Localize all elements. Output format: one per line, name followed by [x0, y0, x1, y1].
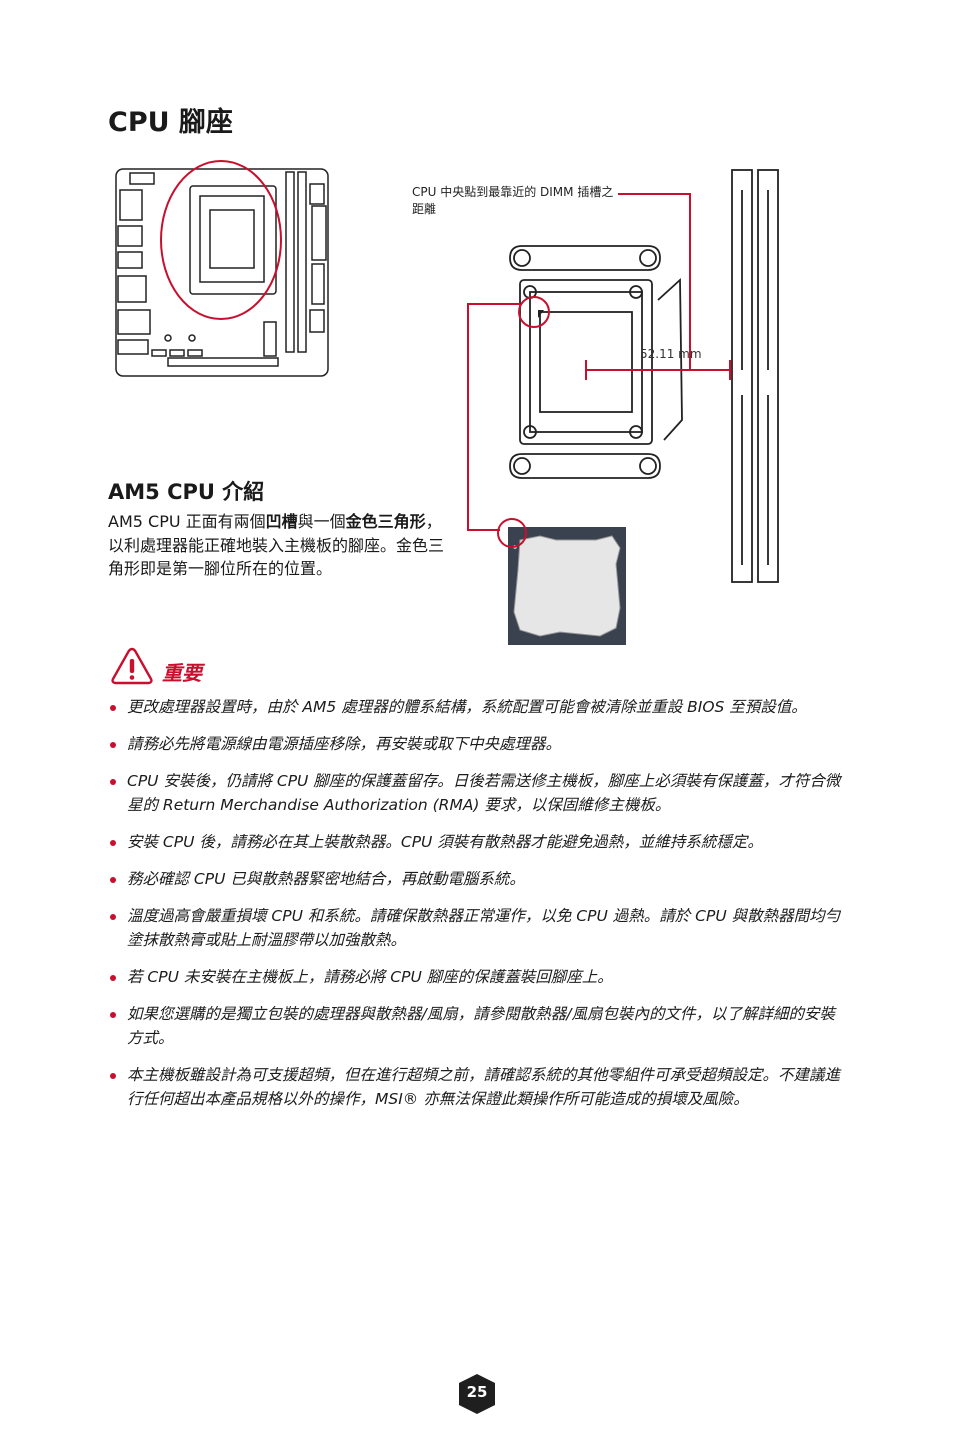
bullet-icon [110, 840, 116, 846]
bullet-icon [110, 1012, 116, 1018]
list-item: 本主機板雖設計為可支援超頻，但在進行超頻之前，請確認系統的其他零組件可承受超頻設… [106, 1063, 846, 1111]
list-item-text: 溫度過高會嚴重損壞 CPU 和系統。請確保散熱器正常運作，以免 CPU 過熱。請… [127, 907, 841, 949]
bullet-icon [110, 877, 116, 883]
list-item-text: 如果您選購的是獨立包裝的處理器與散熱器/風扇，請參閱散熱器/風扇包裝內的文件，以… [127, 1005, 835, 1047]
callout-distance-label: CPU 中央點到最靠近的 DIMM 插槽之距離 [412, 185, 614, 216]
socket-triangle-highlight [518, 296, 550, 328]
bullet-icon [110, 914, 116, 920]
bullet-icon [110, 705, 116, 711]
important-label: 重要 [162, 661, 202, 685]
bullet-icon [110, 1073, 116, 1079]
important-list: 更改處理器設置時，由於 AM5 處理器的體系結構，系統配置可能會被清除並重設 B… [106, 695, 846, 1124]
intro-text-1: AM5 CPU 正面有兩個 [108, 512, 266, 531]
section-subtitle: AM5 CPU 介紹 [108, 480, 265, 504]
list-item: 若 CPU 未安裝在主機板上，請務必將 CPU 腳座的保護蓋裝回腳座上。 [106, 965, 846, 989]
bullet-icon [110, 742, 116, 748]
list-item-text: 本主機板雖設計為可支援超頻，但在進行超頻之前，請確認系統的其他零組件可承受超頻設… [127, 1066, 841, 1108]
intro-bold-triangle: 金色三角形 [345, 512, 426, 531]
list-item: CPU 安裝後，仍請將 CPU 腳座的保護蓋留存。日後若需送修主機板，腳座上必須… [106, 769, 846, 817]
intro-bold-notch: 凹槽 [265, 512, 298, 531]
measurement-label: 52.11 mm [640, 347, 702, 361]
bullet-icon [110, 779, 116, 785]
list-item: 務必確認 CPU 已與散熱器緊密地結合，再啟動電腦系統。 [106, 867, 846, 891]
dimm-slots [731, 169, 779, 583]
cpu-triangle-highlight [497, 518, 527, 548]
list-item-text: 安裝 CPU 後，請務必在其上裝散熱器。CPU 須裝有散熱器才能避免過熱，並維持… [127, 833, 763, 851]
intro-text-2: 與一個 [297, 512, 346, 531]
socket-highlight-circle [160, 160, 282, 320]
warning-icon [111, 647, 153, 685]
page-number-badge [459, 1374, 495, 1414]
list-item: 更改處理器設置時，由於 AM5 處理器的體系結構，系統配置可能會被清除並重設 B… [106, 695, 846, 719]
bullet-icon [110, 975, 116, 981]
list-item: 安裝 CPU 後，請務必在其上裝散熱器。CPU 須裝有散熱器才能避免過熱，並維持… [106, 830, 846, 854]
intro-paragraph: AM5 CPU 正面有兩個凹槽與一個金色三角形，以利處理器能正確地裝入主機板的腳… [108, 510, 453, 581]
callout-lines [467, 193, 731, 531]
intro-text-3: ，以利處理器能正確地裝入主機板的腳座。金色三角形即是第一腳位所在的位置。 [108, 512, 445, 578]
list-item-text: CPU 安裝後，仍請將 CPU 腳座的保護蓋留存。日後若需送修主機板，腳座上必須… [127, 772, 841, 814]
list-item-text: 更改處理器設置時，由於 AM5 處理器的體系結構，系統配置可能會被清除並重設 B… [127, 698, 807, 716]
page-number: 25 [466, 1383, 488, 1401]
socket-enlarged [509, 245, 683, 479]
page-title: CPU 腳座 [108, 107, 233, 138]
list-item-text: 請務必先將電源線由電源插座移除，再安裝或取下中央處理器。 [127, 735, 562, 753]
cpu-socket-diagram [115, 160, 779, 645]
list-item-text: 務必確認 CPU 已與散熱器緊密地結合，再啟動電腦系統。 [127, 870, 525, 888]
list-item: 如果您選購的是獨立包裝的處理器與散熱器/風扇，請參閱散熱器/風扇包裝內的文件，以… [106, 1002, 846, 1050]
list-item: 請務必先將電源線由電源插座移除，再安裝或取下中央處理器。 [106, 732, 846, 756]
motherboard-illustration [115, 168, 329, 377]
cpu-chip-illustration [508, 527, 626, 645]
list-item: 溫度過高會嚴重損壞 CPU 和系統。請確保散熱器正常運作，以免 CPU 過熱。請… [106, 904, 846, 952]
list-item-text: 若 CPU 未安裝在主機板上，請務必將 CPU 腳座的保護蓋裝回腳座上。 [127, 968, 613, 986]
